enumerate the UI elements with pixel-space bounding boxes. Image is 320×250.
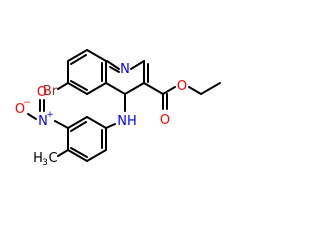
methyl-carbon-label: C [48,151,57,166]
bond [106,60,120,70]
bond [57,82,69,90]
benzo-ring [67,49,107,95]
bond [130,60,145,70]
nitro-oxygen-label: O [15,102,25,117]
bond [200,82,221,95]
ester-group [143,82,221,110]
bond [70,54,87,65]
ring-nitrogen-label: N [120,62,130,77]
bond [67,116,88,129]
bond [86,49,107,62]
pyridine-ring [105,60,149,95]
nitro-oxygen-charge: − [23,98,31,108]
amine-nh-label: NH [117,114,137,129]
bond [86,116,107,129]
bond [162,86,176,95]
ester-oxygen-label: O [177,79,187,94]
molecule-diagram: N Br O O NH O − N + O H 3 C [15,49,221,168]
nitro-nitrogen-charge: + [46,110,54,120]
bond [143,82,164,95]
nitro-oxygen-label-2: O [37,85,47,100]
bond [124,82,145,95]
bond [27,113,37,120]
bond [70,80,88,91]
bond [109,66,120,73]
bond [57,149,69,157]
nitro-nitrogen-label: N [38,114,48,129]
bond [70,121,87,132]
bond [105,82,126,95]
methyl-subscript: 3 [42,158,48,168]
bond [67,49,88,62]
bond [67,82,88,95]
tolyl-ring [67,116,107,162]
bond [54,120,69,129]
bond [86,149,107,162]
bond [70,147,88,158]
methyl-hydrogen-label: H [33,151,43,166]
bond [105,123,116,129]
carbonyl-oxygen-label: O [160,113,170,128]
bond [86,82,107,95]
bromine-label: Br [43,84,58,99]
structure-svg: N Br O O NH O − N + O H 3 C [15,49,221,168]
bond [188,86,202,95]
bond [67,149,88,162]
